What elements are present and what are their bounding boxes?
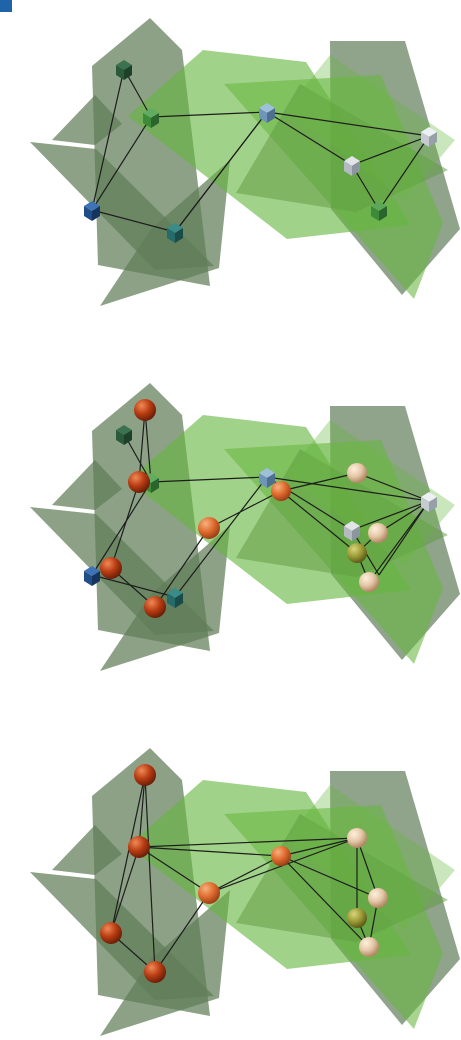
- sphere-node: [347, 908, 367, 928]
- sphere-node: [347, 543, 367, 563]
- sphere-node: [271, 846, 291, 866]
- sphere-node: [134, 399, 156, 421]
- corner-marker: [0, 0, 12, 12]
- sphere-node: [144, 961, 166, 983]
- sphere-node: [144, 596, 166, 618]
- plane-group: [30, 748, 460, 1036]
- panel-1: [30, 18, 460, 306]
- sphere-node: [134, 764, 156, 786]
- sphere-node: [100, 922, 122, 944]
- panel-2: [30, 383, 460, 671]
- sphere-node: [368, 888, 388, 908]
- sphere-node: [198, 882, 220, 904]
- sphere-node: [368, 523, 388, 543]
- sphere-node: [359, 572, 379, 592]
- plane-group: [30, 383, 460, 671]
- plane-group: [30, 18, 460, 306]
- sphere-node: [128, 471, 150, 493]
- panel-3: [30, 748, 460, 1036]
- sphere-node: [271, 481, 291, 501]
- sphere-node: [128, 836, 150, 858]
- sphere-node: [347, 463, 367, 483]
- sphere-node: [347, 828, 367, 848]
- sphere-node: [100, 557, 122, 579]
- sphere-node: [198, 517, 220, 539]
- sphere-node: [359, 937, 379, 957]
